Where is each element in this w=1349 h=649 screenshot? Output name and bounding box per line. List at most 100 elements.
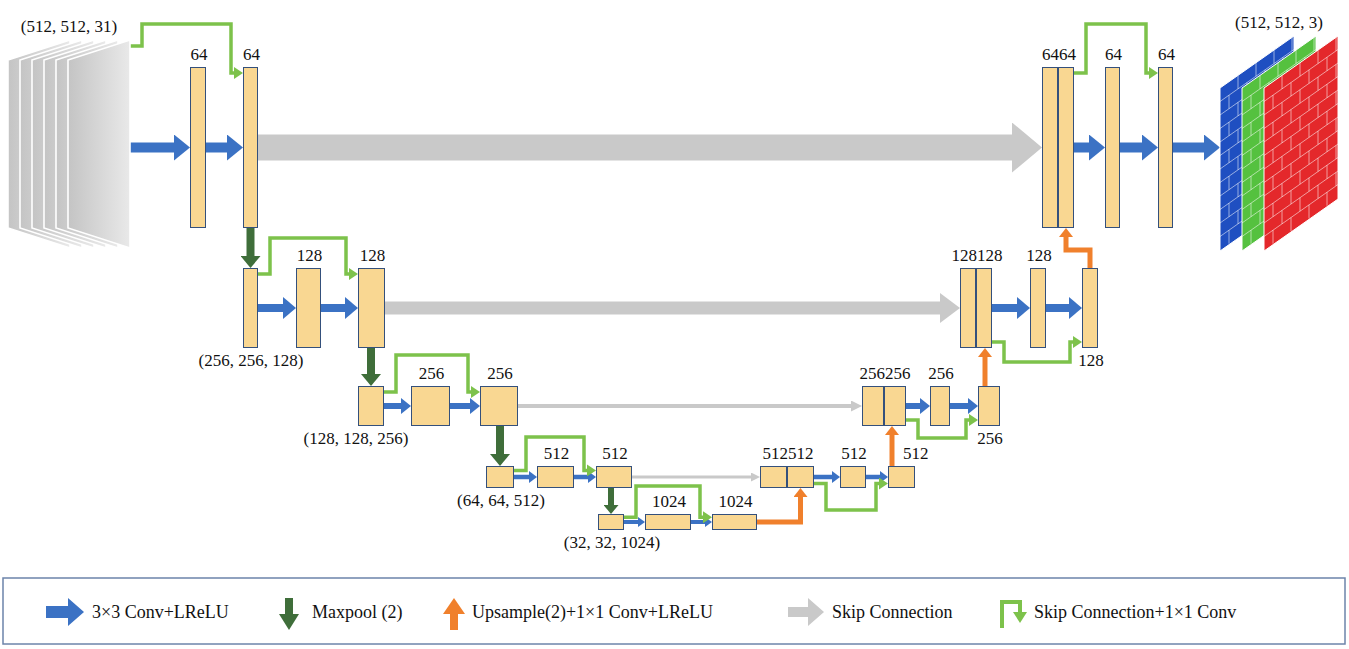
- channel-count: 128: [1078, 351, 1104, 371]
- brick-line: [1336, 172, 1337, 186]
- legend-frame: [3, 578, 1345, 644]
- maxpool-arrow: [247, 228, 255, 256]
- brick-line: [1273, 95, 1274, 109]
- brick-line: [1229, 176, 1230, 190]
- brick-line: [1291, 164, 1292, 178]
- channel-count: 1024: [652, 492, 686, 512]
- conv-arrow: [514, 475, 529, 480]
- brick-line: [1251, 230, 1252, 244]
- brick-line: [1291, 110, 1292, 124]
- feature-map-bar: 1024: [645, 514, 691, 530]
- channel-count: 128: [977, 246, 1003, 266]
- brick-line: [1336, 118, 1337, 131]
- brick-line: [1264, 77, 1338, 129]
- channel-count: 512: [763, 444, 789, 464]
- channel-count: 512: [841, 444, 867, 464]
- brick-line: [1309, 70, 1310, 84]
- channel-count: 1024: [719, 492, 753, 512]
- brick-line: [1264, 185, 1338, 237]
- feature-map-bar: 512: [537, 466, 574, 488]
- channel-count: 256: [487, 364, 513, 384]
- channel-count: 64: [1105, 45, 1122, 65]
- brick-line: [1282, 129, 1283, 143]
- brick-line: [1256, 63, 1257, 76]
- channel-count: 64: [1059, 45, 1076, 65]
- feature-map-bar: 256: [411, 386, 450, 426]
- channel-count: (128, 128, 256): [304, 429, 409, 449]
- upsample-arrow: [890, 435, 895, 466]
- brick-line: [1282, 210, 1283, 224]
- conv-arrow: [450, 403, 470, 409]
- brick-line: [1336, 145, 1337, 159]
- conv-arrow: [866, 475, 880, 480]
- feature-map-bar: (128, 128, 256): [358, 386, 384, 426]
- skip-arrow-symbol: [788, 598, 824, 626]
- feature-map-bar: 256: [862, 386, 884, 426]
- brick-line: [1273, 230, 1274, 244]
- brick-line: [1309, 178, 1310, 192]
- brick-line: [1291, 83, 1292, 97]
- maxpool-arrow: [608, 488, 614, 505]
- feature-map-bar: 512: [888, 466, 915, 488]
- feature-map-bar: 64: [1042, 67, 1058, 228]
- brick-line: [1229, 230, 1230, 244]
- skip-arrow: [632, 476, 751, 479]
- residual-skip-arrow: [1074, 24, 1149, 73]
- upsample-arrow-symbol: [443, 598, 465, 630]
- maxpool-arrow-symbol: [279, 598, 299, 630]
- brick-line: [1278, 63, 1279, 76]
- channel-count: 512: [788, 444, 814, 464]
- brick-line: [1238, 75, 1239, 89]
- brick-line: [1260, 75, 1261, 89]
- brick-line: [1318, 50, 1319, 64]
- brick-line: [1300, 198, 1301, 212]
- feature-map-bar: 64: [190, 67, 206, 228]
- channel-count: 512: [903, 444, 929, 464]
- conv-arrow: [624, 520, 638, 524]
- brick-line: [1282, 75, 1283, 89]
- brick-line: [1264, 63, 1338, 115]
- brick-line: [1314, 37, 1315, 50]
- channel-count: (64, 64, 512): [457, 491, 545, 511]
- brick-line: [1264, 104, 1338, 156]
- feature-map-bar: 64: [1105, 67, 1120, 228]
- brick-line: [1318, 104, 1319, 118]
- conv-arrow: [906, 403, 920, 409]
- brick-line: [1260, 129, 1261, 143]
- skip-arrow: [518, 404, 851, 408]
- channel-count: 64: [243, 45, 260, 65]
- legend-label: Skip Connection: [832, 601, 953, 623]
- feature-map-bar: (32, 32, 1024): [598, 514, 624, 530]
- conv-arrow: [691, 520, 705, 524]
- brick-line: [1291, 191, 1292, 205]
- brick-line: [1282, 102, 1283, 116]
- brick-line: [1273, 149, 1274, 163]
- conv-arrow: [950, 403, 968, 409]
- brick-line: [1282, 156, 1283, 170]
- brick-line: [1260, 210, 1261, 224]
- brick-line: [1260, 183, 1261, 197]
- channel-sheet: [1264, 36, 1338, 251]
- skip-arrow: [385, 302, 940, 315]
- legend-label: Skip Connection+1×1 Conv: [1034, 601, 1236, 623]
- feature-map-bar: 128: [960, 268, 976, 348]
- skip-arrow: [258, 135, 1012, 161]
- channel-count: (32, 32, 1024): [564, 533, 660, 553]
- channel-count: (256, 256, 128): [199, 351, 304, 371]
- brick-line: [1336, 64, 1337, 78]
- image-sheet: [68, 40, 130, 248]
- conv-arrow: [1120, 143, 1142, 153]
- brick-line: [1264, 90, 1338, 142]
- maxpool-arrow: [496, 426, 504, 454]
- brick-line: [1264, 50, 1338, 102]
- brick-line: [1264, 158, 1338, 210]
- conv-arrow: [992, 304, 1017, 312]
- brick-line: [1238, 102, 1239, 116]
- brick-line: [1251, 176, 1252, 190]
- feature-map-bar: 64: [243, 67, 258, 228]
- feature-map-bar: 512: [787, 466, 814, 488]
- channel-count: 256: [885, 364, 911, 384]
- shape-label: (512, 512, 3): [1235, 13, 1323, 33]
- feature-map-bar: 128: [296, 268, 321, 348]
